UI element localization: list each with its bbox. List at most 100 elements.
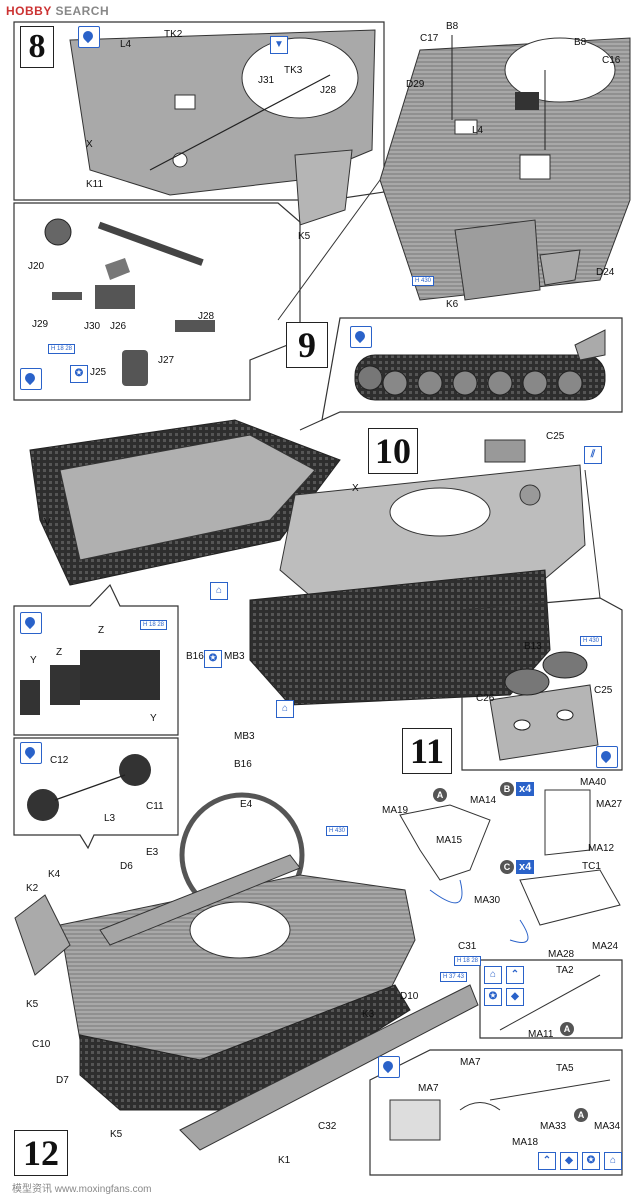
paint-code: H 37 43 <box>440 972 468 982</box>
drop-icon: ◆ <box>560 1152 578 1170</box>
part-label: L4 <box>472 125 484 136</box>
optional-icon: ✪ <box>484 988 502 1006</box>
part-label: X <box>352 483 359 494</box>
hatch-inset-box <box>461 469 623 771</box>
part-label: K6 <box>446 299 459 310</box>
step-12-inset-parts <box>389 974 611 1141</box>
part-label: C10 <box>32 1039 51 1050</box>
part-label: B13 <box>524 641 542 652</box>
part-label: D10 <box>400 991 419 1002</box>
part-label: MA14 <box>470 795 497 806</box>
part-label: K2 <box>26 883 39 894</box>
paint-brush-icon <box>378 1056 400 1078</box>
drop-icon: ◆ <box>506 988 524 1006</box>
part-label: C32 <box>318 1121 337 1132</box>
part-label: B8 <box>574 37 587 48</box>
part-label: J26 <box>110 321 127 332</box>
part-label: D24 <box>596 267 615 278</box>
part-label: C12 <box>50 755 69 766</box>
part-label: C16 <box>602 55 621 66</box>
step-9-frame <box>299 317 623 431</box>
quantity-badge: x4 <box>516 782 535 796</box>
step-number-11: 11 <box>402 728 452 774</box>
part-label: MA30 <box>474 895 501 906</box>
part-label: D29 <box>406 79 425 90</box>
part-label: MA27 <box>596 799 623 810</box>
part-label: J20 <box>28 261 45 272</box>
part-label: Y <box>30 655 37 666</box>
part-label: J28 <box>320 85 337 96</box>
part-label: MA7 <box>460 1057 481 1068</box>
part-label: MA40 <box>580 777 607 788</box>
step-number-12: 12 <box>14 1130 68 1176</box>
optional-icon: ✪ <box>582 1152 600 1170</box>
part-label: J28 <box>198 311 215 322</box>
marker-c: C <box>500 860 514 874</box>
part-label: C17 <box>420 33 439 44</box>
part-label: MB3 <box>234 731 255 742</box>
part-label: Y <box>150 713 157 724</box>
part-label: J31 <box>258 75 275 86</box>
part-label: MA15 <box>436 835 463 846</box>
part-label: X <box>86 139 93 150</box>
track-detail-box <box>13 583 179 736</box>
optional-icon: ✪ <box>70 365 88 383</box>
paint-brush-icon <box>350 326 372 348</box>
marker-a: A <box>574 1108 588 1122</box>
part-label: C25 <box>546 431 565 442</box>
clip-icon: ⌂ <box>210 582 228 600</box>
part-label: L3 <box>104 813 116 824</box>
clip-icon: ⌂ <box>604 1152 622 1170</box>
paint-brush-icon <box>78 26 100 48</box>
part-label: L4 <box>120 39 132 50</box>
part-label: B8 <box>446 21 459 32</box>
step-number-10: 10 <box>368 428 418 474</box>
paint-brush-icon <box>596 746 618 768</box>
part-label: TC1 <box>582 861 601 872</box>
part-label: TA2 <box>556 965 574 976</box>
part-label: Z <box>56 647 63 658</box>
step-number-9: 9 <box>286 322 328 368</box>
step-12-frames <box>13 737 623 1176</box>
part-label: TK2 <box>164 29 183 40</box>
part-label: K5 <box>298 231 311 242</box>
step-10-tank <box>249 439 586 706</box>
part-label: K11 <box>86 179 104 190</box>
step-11-parts <box>399 789 621 943</box>
part-label: TK3 <box>284 65 303 76</box>
step-12-tank <box>14 792 479 1151</box>
part-label: MA12 <box>588 843 615 854</box>
chevron-up-icon: ⌃ <box>538 1152 556 1170</box>
hull-rear-zimmerit <box>294 35 631 301</box>
paint-brush-icon <box>20 742 42 764</box>
paint-code: H 18 28 <box>48 344 76 354</box>
part-label: D7 <box>56 1075 69 1086</box>
site-logo[interactable]: HOBBY SEARCH <box>6 4 110 18</box>
part-label: J27 <box>158 355 175 366</box>
part-label: J30 <box>84 321 101 332</box>
part-label: E3 <box>146 847 159 858</box>
part-label: K1 <box>278 1155 291 1166</box>
part-label: MA33 <box>540 1121 567 1132</box>
clip-icon: ⌂ <box>484 966 502 984</box>
part-label: MB3 <box>224 651 245 662</box>
part-label: J25 <box>90 367 107 378</box>
part-label: TA5 <box>556 1063 574 1074</box>
part-label: MA18 <box>512 1137 539 1148</box>
part-label: C25 <box>594 685 613 696</box>
cement-icon: ▼ <box>270 36 288 54</box>
clip-icon: ⌂ <box>276 700 294 718</box>
paint-code: H 18 28 <box>140 620 168 630</box>
step-8-subbox <box>13 179 381 401</box>
marker-a: A <box>560 1022 574 1036</box>
part-label: MA28 <box>548 949 575 960</box>
part-label: E4 <box>240 799 253 810</box>
chevron-up-icon: ⌃ <box>506 966 524 984</box>
part-label: K5 <box>26 999 39 1010</box>
part-label: K4 <box>48 869 61 880</box>
optional-icon: ✪ <box>204 650 222 668</box>
stripes-icon: ⫽ <box>584 446 602 464</box>
paint-code: H 430 <box>580 636 603 646</box>
